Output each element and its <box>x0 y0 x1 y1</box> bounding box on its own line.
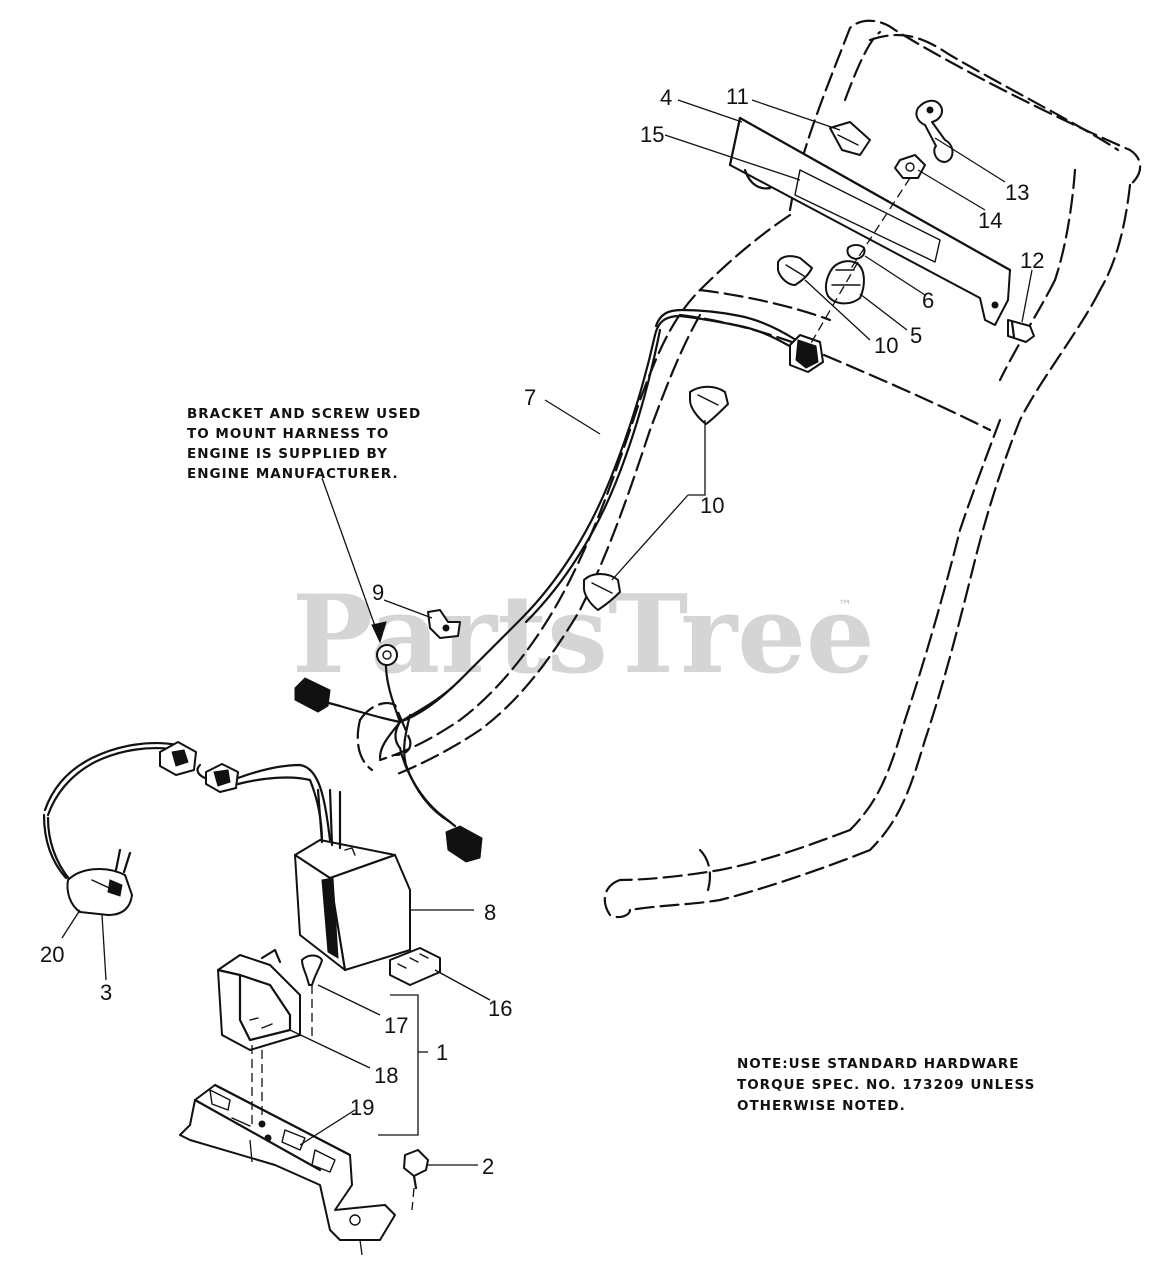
callout-5: 5 <box>910 323 922 348</box>
key-switch <box>894 99 954 179</box>
decal-panel-15 <box>794 169 941 263</box>
battery-charger <box>42 742 180 916</box>
leader-lines <box>61 99 1033 1256</box>
note-standard-hardware: NOTE:USE STANDARD HARDWARE TORQUE SPEC. … <box>737 1056 1035 1114</box>
watermark: PartsTree <box>292 572 875 698</box>
callout-6: 6 <box>922 288 934 313</box>
note-hardware-line-2: TORQUE SPEC. NO. 173209 UNLESS <box>737 1077 1035 1093</box>
callout-2: 2 <box>482 1154 494 1179</box>
wiring-harness <box>323 308 824 828</box>
base-bracket <box>179 1083 396 1241</box>
battery <box>293 788 411 972</box>
callout-18: 18 <box>374 1063 398 1088</box>
harness-plug-lower <box>445 825 483 863</box>
callout-10-lower: 10 <box>700 493 724 518</box>
callout-11: 11 <box>726 84 749 109</box>
bolt <box>1007 319 1035 343</box>
note-bracket-screw: BRACKET AND SCREW USED TO MOUNT HARNESS … <box>187 406 421 482</box>
watermark-trademark: ™ <box>838 598 852 614</box>
ring-terminal <box>376 644 398 666</box>
callout-7: 7 <box>524 385 536 410</box>
note-bracket-line-3: ENGINE IS SUPPLIED BY <box>187 446 388 462</box>
bracket-bolt <box>403 1149 429 1190</box>
harness-bracket <box>427 609 461 639</box>
callout-10-upper: 10 <box>874 333 898 358</box>
control-panel <box>728 116 1012 326</box>
callout-1: 1 <box>436 1040 448 1065</box>
note-hardware-line-1: NOTE:USE STANDARD HARDWARE <box>737 1056 1020 1072</box>
callout-15: 15 <box>640 122 664 147</box>
callout-20: 20 <box>40 942 64 967</box>
screw <box>301 954 323 986</box>
callout-19: 19 <box>350 1095 374 1120</box>
note-bracket-line-1: BRACKET AND SCREW USED <box>187 406 421 422</box>
callout-13: 13 <box>1005 180 1029 205</box>
callout-16: 16 <box>488 996 512 1021</box>
callout-3: 3 <box>100 980 112 1005</box>
callout-12: 12 <box>1020 248 1044 273</box>
note-bracket-line-2: TO MOUNT HARNESS TO <box>187 426 389 442</box>
note-bracket-line-4: ENGINE MANUFACTURER. <box>187 466 399 482</box>
callout-8: 8 <box>484 900 496 925</box>
callout-numbers: 1 2 3 4 5 6 7 8 9 10 10 11 12 13 14 15 1… <box>40 84 1044 1179</box>
callout-4: 4 <box>660 85 672 110</box>
callout-14: 14 <box>978 208 1002 233</box>
callout-17: 17 <box>384 1013 408 1038</box>
harness-plug-left <box>294 677 331 713</box>
battery-holder <box>216 948 301 1051</box>
harness-clip-middle <box>689 385 729 425</box>
callout-9: 9 <box>372 580 384 605</box>
charger-connectors <box>159 741 332 844</box>
panel-switch <box>829 121 871 156</box>
note-hardware-line-3: OTHERWISE NOTED. <box>737 1098 906 1114</box>
push-switch <box>824 244 866 305</box>
